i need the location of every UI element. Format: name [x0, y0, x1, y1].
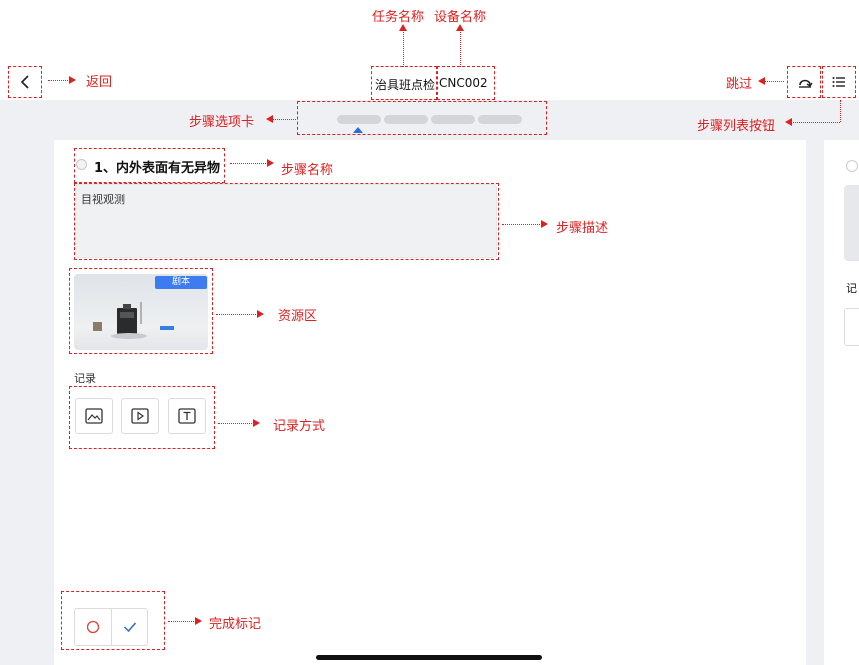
annotation-arrow-task — [399, 24, 407, 67]
annotation-arrow-device — [456, 24, 464, 67]
next-step-desc-box — [844, 185, 859, 261]
list-icon — [832, 77, 845, 87]
annotation-back: 返回 — [86, 75, 113, 90]
task-name-frame — [371, 66, 437, 100]
skip-icon — [799, 79, 813, 88]
annotation-arrow-record — [218, 419, 260, 427]
next-step-card-preview[interactable]: 记 — [824, 140, 859, 665]
annotation-arrow-list-h — [785, 118, 840, 126]
annotation-resource-area: 资源区 — [278, 309, 318, 324]
step-list-button[interactable] — [826, 70, 852, 94]
step-list-button-frame — [822, 66, 856, 98]
annotation-arrow-tabs — [266, 115, 296, 123]
step-description: 目视观测 — [81, 193, 125, 206]
step-tab-2[interactable] — [384, 115, 428, 124]
record-label: 记录 — [74, 372, 96, 385]
record-text-button[interactable] — [168, 398, 206, 434]
next-step-record-button — [844, 308, 859, 346]
step-tab-4[interactable] — [478, 115, 522, 124]
annotation-task-name: 任务名称 — [372, 10, 425, 25]
mark-incomplete-button[interactable] — [75, 609, 112, 645]
skip-button-frame — [787, 66, 821, 98]
annotation-step-description: 步骤描述 — [556, 221, 609, 236]
annotation-step-tabs: 步骤选项卡 — [189, 115, 255, 130]
step-name: 1、内外表面有无异物 — [94, 161, 221, 176]
next-step-record-label: 记 — [846, 282, 857, 295]
next-step-radio — [846, 160, 858, 172]
device-name: CNC002 — [439, 76, 488, 90]
annotation-device-name: 设备名称 — [434, 10, 487, 25]
resource-thumbnail[interactable]: 剧本 — [74, 274, 208, 350]
record-image-button[interactable] — [75, 398, 113, 434]
machine-scene-image — [93, 302, 174, 339]
device-name-frame — [437, 66, 495, 100]
annotation-completion-mark: 完成标记 — [209, 617, 262, 632]
step-name-frame — [74, 148, 225, 183]
step-tabs-frame — [297, 101, 547, 135]
completion-mark-frame — [61, 591, 165, 650]
active-step-indicator — [353, 127, 363, 133]
annotation-arrow-back — [48, 76, 76, 84]
task-name: 治具班点检 — [375, 78, 436, 92]
annotation-step-list: 步骤列表按钮 — [697, 119, 776, 134]
video-play-icon — [131, 408, 149, 424]
circle-icon — [86, 620, 100, 634]
back-button-frame — [8, 66, 42, 98]
skip-button[interactable] — [792, 70, 818, 94]
annotation-arrow-resource — [216, 310, 264, 318]
annotation-record-method: 记录方式 — [273, 419, 326, 434]
annotation-arrow-skip — [758, 77, 784, 85]
step-description-frame — [74, 183, 499, 260]
chevron-left-icon — [20, 75, 29, 89]
check-icon — [123, 622, 137, 633]
step-description-box — [75, 184, 497, 258]
annotation-arrow-completion — [168, 617, 202, 625]
step-tab-1[interactable] — [337, 115, 381, 124]
resource-tag: 剧本 — [155, 276, 207, 289]
resource-area-frame — [69, 268, 213, 354]
record-video-button[interactable] — [121, 398, 159, 434]
home-indicator — [316, 655, 542, 660]
step-tab-3[interactable] — [431, 115, 475, 124]
annotation-arrow-list-v — [840, 100, 841, 122]
mark-complete-button[interactable] — [112, 609, 148, 645]
annotation-skip: 跳过 — [726, 77, 753, 92]
completion-mark-group — [74, 608, 148, 646]
record-method-frame — [69, 386, 215, 449]
back-button[interactable] — [12, 70, 38, 94]
text-icon — [178, 408, 196, 424]
annotation-arrow-description — [502, 220, 548, 228]
annotation-step-name: 步骤名称 — [281, 163, 334, 178]
step-radio[interactable] — [76, 159, 87, 170]
annotation-arrow-step-name — [230, 159, 274, 167]
image-icon — [85, 408, 103, 424]
